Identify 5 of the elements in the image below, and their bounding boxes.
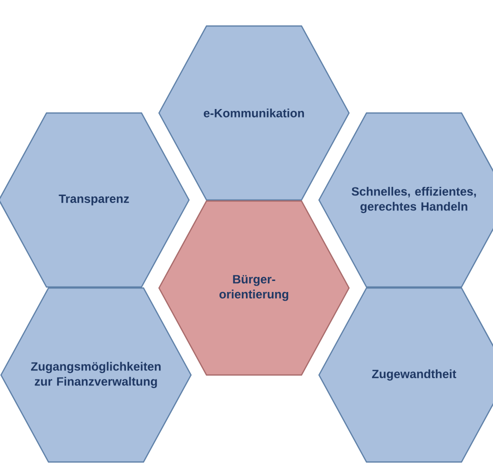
- hexagon: Transparenz: [0, 112, 190, 288]
- hexagon: Zugewandtheit: [318, 287, 493, 463]
- hexagon: e-Kommunikation: [158, 25, 350, 201]
- hexagon: Zugangsmöglichkeiten zur Finanzverwaltung: [0, 287, 192, 463]
- hexagon: Schnelles, effizientes, gerechtes Handeln: [318, 112, 493, 288]
